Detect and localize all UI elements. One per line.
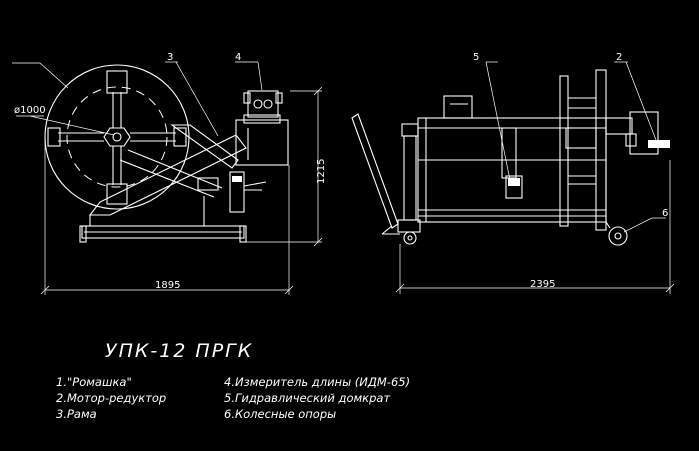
diameter-dimension: ø1000 [14,105,46,116]
legend-item: 3.Рама [56,407,97,421]
reel-hub-center [112,132,122,142]
callout-3: 3 [167,52,173,63]
legend-item: 2.Мотор-редуктор [56,391,167,405]
callout-4: 4 [235,52,241,63]
legend-left: 1."Ромашка" 2.Мотор-редуктор 3.Рама [56,374,166,422]
front-wheel [608,226,628,246]
callout-5: 5 [473,52,479,63]
side-width-dimension: 1895 [155,280,180,291]
front-length-dimension: 2395 [530,279,555,290]
callout-2: 2 [616,52,622,63]
tow-handle [351,113,399,229]
legend-item: 5.Гидравлический домкрат [224,391,391,405]
front-view: 2395 [351,61,675,294]
frame-diagonal [88,134,247,216]
reel-hub [103,127,131,147]
side-view: ø1000 [12,61,327,295]
legend-item: 4.Измеритель длины (ИДМ-65) [224,375,411,389]
reel-inner-circle [66,86,168,188]
legend-item: 6.Колесные опоры [224,407,337,421]
base-beam [81,225,245,239]
callout-6: 6 [662,208,668,219]
motor-gearbox [605,117,633,135]
legend-right: 4.Измеритель длины (ИДМ-65) 5.Гидравличе… [224,374,410,422]
front-frame [417,117,607,223]
legend-item: 1."Ромашка" [56,375,132,389]
length-meter-box [247,90,279,118]
drawing-title: УПК-12 ПРГК [105,340,254,362]
height-dimension: 1215 [316,159,327,184]
